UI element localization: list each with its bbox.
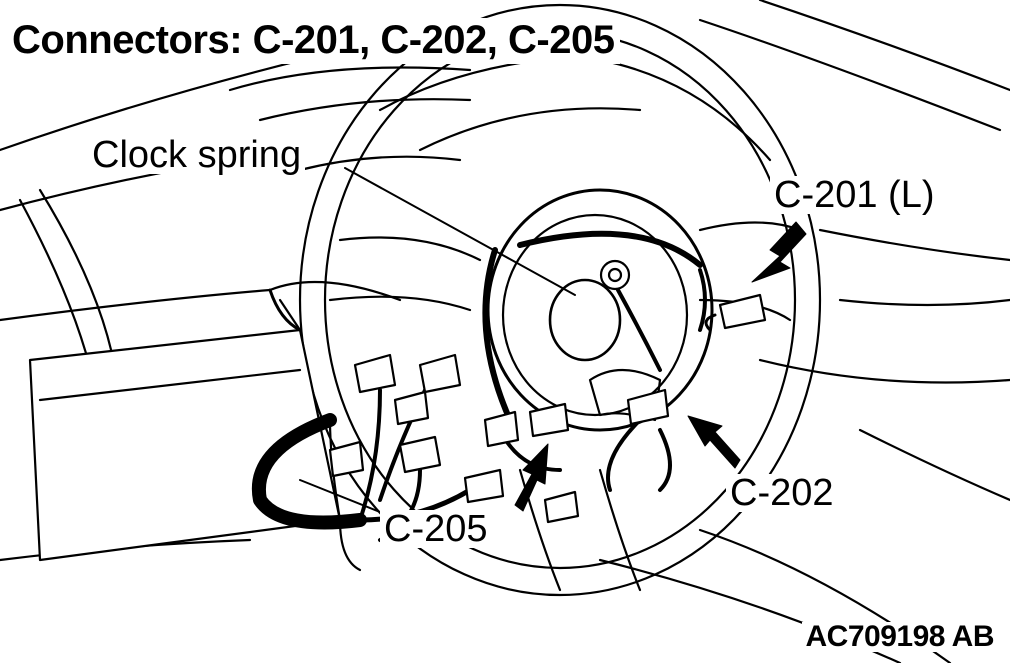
figure-code: AC709198 AB — [801, 622, 998, 652]
callout-c201: C-201 (L) — [770, 176, 939, 214]
page-title: Connectors: C-201, C-202, C-205 — [8, 18, 621, 64]
arrow-c205 — [514, 443, 549, 512]
arrow-c201 — [751, 221, 807, 283]
callout-c205: C-205 — [380, 510, 492, 548]
connector-blocks — [328, 293, 767, 524]
arrow-c202 — [687, 415, 741, 469]
callout-clock-spring: Clock spring — [88, 136, 306, 174]
clock-spring — [482, 188, 714, 432]
callout-c202: C-202 — [726, 474, 838, 512]
pointer-arrows — [514, 221, 807, 512]
